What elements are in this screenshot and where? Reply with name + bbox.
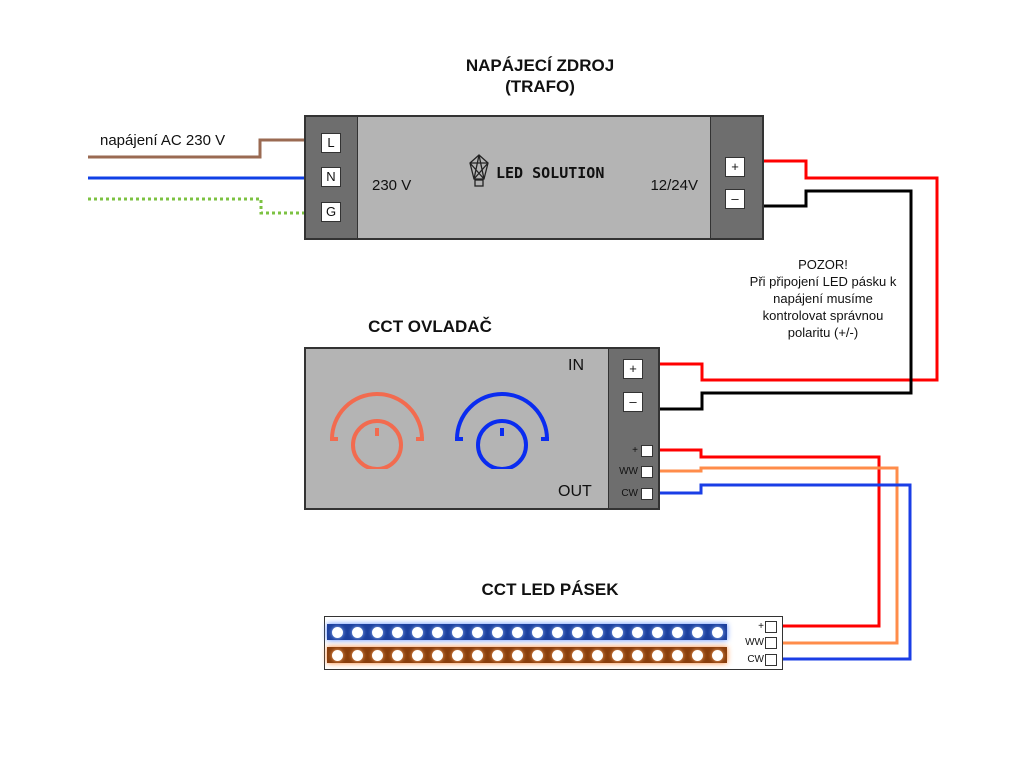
input-voltage: 230 V <box>372 177 412 194</box>
led-chip <box>711 626 723 638</box>
strip-ww-label: WW <box>745 637 764 648</box>
strip-cw-terminal <box>765 654 777 666</box>
warning-line: napájení musíme <box>773 291 873 306</box>
led-chip <box>611 649 623 661</box>
wire-ww-strip <box>658 466 899 645</box>
led-chip <box>451 649 463 661</box>
power-supply-title-line2: (TRAFO) <box>505 77 575 96</box>
out-ww-terminal <box>641 466 653 478</box>
led-chip <box>591 649 603 661</box>
led-chip <box>711 649 723 661</box>
strip-title: CCT LED PÁSEK <box>481 580 619 599</box>
ac-input-label: napájení AC 230 V <box>100 132 226 149</box>
led-chip <box>491 649 503 661</box>
led-chip <box>331 626 343 638</box>
led-chip <box>471 649 483 661</box>
cct-led-strip: + WW CW <box>324 616 783 670</box>
led-chip <box>591 626 603 638</box>
controller-title: CCT OVLADAČ <box>368 317 492 336</box>
led-chip <box>431 626 443 638</box>
warning-line: kontrolovat správnou <box>762 308 884 323</box>
led-chip <box>351 649 363 661</box>
led-chip <box>671 649 683 661</box>
led-chip <box>691 626 703 638</box>
out-ww-label: WW <box>619 466 638 477</box>
terminal-plus: + <box>725 157 745 177</box>
warm-knob-icon[interactable] <box>326 389 436 469</box>
strip-plus-terminal <box>765 621 777 633</box>
led-chip <box>471 626 483 638</box>
controller-in-plus: + <box>623 359 643 379</box>
strip-plus-label: + <box>758 621 764 632</box>
out-plus-label: + <box>632 445 638 456</box>
out-cw-label: CW <box>621 488 638 499</box>
led-chip <box>531 649 543 661</box>
led-chip <box>371 649 383 661</box>
bulb-logo-icon <box>469 154 489 187</box>
wire-positive-supply <box>660 159 939 382</box>
warm-led-row <box>327 647 727 663</box>
led-chip <box>571 649 583 661</box>
led-chip <box>631 649 643 661</box>
led-chip <box>531 626 543 638</box>
led-chip <box>651 626 663 638</box>
out-plus-terminal <box>641 445 653 457</box>
warning-line: Při připojení LED pásku k <box>749 274 897 289</box>
power-supply-output-panel <box>710 117 762 238</box>
in-label: IN <box>568 357 584 374</box>
wire-negative-supply <box>660 189 913 411</box>
terminal-L: L <box>321 133 341 153</box>
led-chip <box>571 626 583 638</box>
warning-line: POZOR! <box>798 257 848 272</box>
wire-ground <box>88 197 305 215</box>
led-chip <box>491 626 503 638</box>
led-chip <box>611 626 623 638</box>
power-supply-title-line1: NAPÁJECÍ ZDROJ <box>465 56 615 75</box>
led-chip <box>631 626 643 638</box>
wire-positive-strip <box>658 448 881 628</box>
cct-controller: IN OUT + – + WW CW <box>304 347 660 510</box>
led-chip <box>511 649 523 661</box>
out-cw-terminal <box>641 488 653 500</box>
terminal-minus: – <box>725 189 745 209</box>
out-label: OUT <box>558 483 592 500</box>
polarity-warning: POZOR! Při připojení LED pásku k napájen… <box>718 256 928 341</box>
strip-cw-label: CW <box>747 654 764 665</box>
led-chip <box>691 649 703 661</box>
controller-in-minus: – <box>623 392 643 412</box>
led-chip <box>371 626 383 638</box>
led-chip <box>391 649 403 661</box>
led-chip <box>551 649 563 661</box>
power-supply: L N G + – 230 V 12/24V LED SOLUTION <box>304 115 764 240</box>
wire-cw-strip <box>658 483 912 661</box>
brand-logo-text: LED SOLUTION <box>496 164 605 182</box>
led-chip <box>551 626 563 638</box>
output-voltage: 12/24V <box>650 177 698 194</box>
led-chip <box>331 649 343 661</box>
led-chip <box>351 626 363 638</box>
strip-ww-terminal <box>765 637 777 649</box>
led-chip <box>511 626 523 638</box>
led-chip <box>651 649 663 661</box>
led-chip <box>391 626 403 638</box>
terminal-G: G <box>321 202 341 222</box>
terminal-N: N <box>321 167 341 187</box>
led-chip <box>431 649 443 661</box>
led-chip <box>671 626 683 638</box>
warning-line: polaritu (+/-) <box>787 325 859 340</box>
wire-live <box>88 138 305 159</box>
led-chip <box>411 649 423 661</box>
power-supply-title: NAPÁJECÍ ZDROJ (TRAFO) <box>390 55 690 97</box>
led-chip <box>451 626 463 638</box>
cold-led-row <box>327 624 727 640</box>
led-chip <box>411 626 423 638</box>
cold-knob-icon[interactable] <box>451 389 561 469</box>
